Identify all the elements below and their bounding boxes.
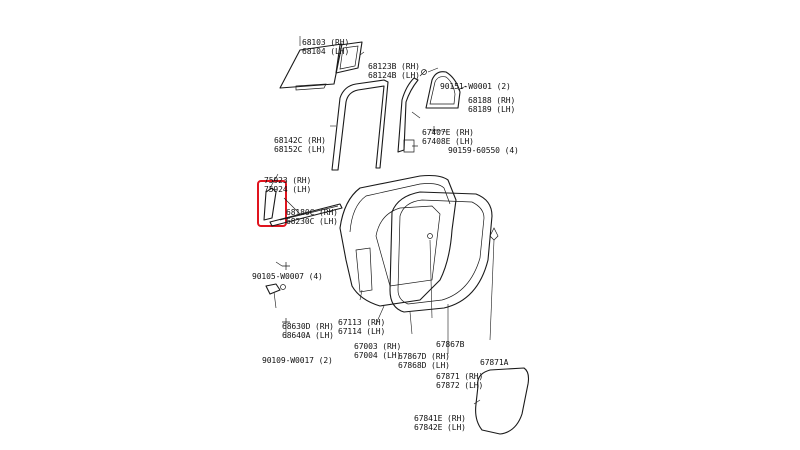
label-door[interactable]: 67003 (RH)67004 (LH) [354,342,402,360]
label-screw-a[interactable]: 90159-60550 (4) [448,146,519,155]
hinge-part[interactable] [265,283,286,295]
hole-cover-part[interactable] [475,367,530,435]
label-garnish[interactable]: 75923 (RH)75924 (LH) [264,176,312,194]
label-bolt[interactable]: 90109-W0017 (2) [262,356,333,365]
label-weather-a[interactable]: 68188 (RH)68189 (LH) [468,96,516,114]
belt-moulding-part[interactable] [269,203,343,227]
label-cover[interactable]: 67841E (RH)67842E (LH) [414,414,466,432]
label-panel[interactable]: 67113 (RH)67114 (LH) [338,318,386,336]
division-bar-part[interactable] [397,77,419,153]
label-glass[interactable]: 68103 (RH)68104 (LH) [302,38,350,56]
quarter-window-part[interactable] [335,41,363,74]
door-weatherstrip-part[interactable] [389,191,493,313]
bolt-part[interactable] [282,318,290,326]
label-clip-a[interactable]: 90151-W0001 (2) [440,82,511,91]
clip-a-part[interactable] [419,69,427,77]
label-seal-a[interactable]: 67867D (RH)67868D (LH) [398,352,450,370]
glass-run-part[interactable] [331,79,389,171]
door-shell-part[interactable] [339,174,457,307]
label-seal-b[interactable]: 67871A [480,358,509,367]
leader-lines [269,36,495,405]
label-hinge[interactable]: 68630D (RH)68640A (LH) [282,322,334,340]
label-run[interactable]: 68142C (RH)68152C (LH) [274,136,326,154]
label-screw-b[interactable]: 90105-W0007 (4) [252,272,323,281]
label-belt[interactable]: 68180C (RH)68230C (LH) [286,208,338,226]
label-frame[interactable]: 67407E (RH)67408E (LH) [422,128,474,146]
label-quarter[interactable]: 68123B (RH)68124B (LH) [368,62,420,80]
screw-a-part[interactable] [430,126,438,134]
screw-b-part[interactable] [282,262,290,270]
clip-b-part[interactable] [427,233,433,239]
label-clip-b[interactable]: 67867B [436,340,465,349]
label-weather-b[interactable]: 67871 (RH)67872 (LH) [436,372,484,390]
door-glass-part[interactable] [279,43,343,91]
